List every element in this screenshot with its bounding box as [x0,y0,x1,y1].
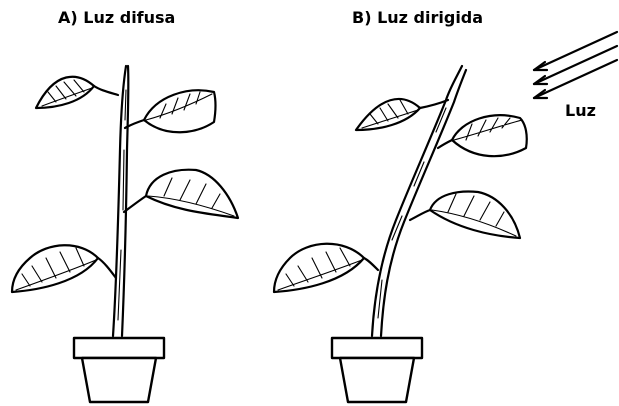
plant-a-leaf-lower-left [12,245,116,292]
plant-b-leaf-top [356,99,448,130]
plant-a-leaf-lower-right [124,170,238,218]
panel-a-title: A) Luz difusa [58,8,175,27]
plant-b-pot [332,338,422,402]
plant-a-leaf-top-left [36,77,118,108]
panel-b-title: B) Luz dirigida [352,8,483,27]
plant-b [274,66,527,402]
plant-a [12,66,238,402]
plant-b-leaf-lower-left [274,244,378,292]
plant-a-stem [113,66,128,336]
plant-a-pot [74,338,164,402]
light-label: Luz [565,101,596,120]
light-arrows [534,32,617,98]
plant-b-leaf-lower-right [410,192,520,238]
plant-b-leaf-upper-right [438,115,527,156]
plant-a-leaf-upper-right [125,90,216,132]
